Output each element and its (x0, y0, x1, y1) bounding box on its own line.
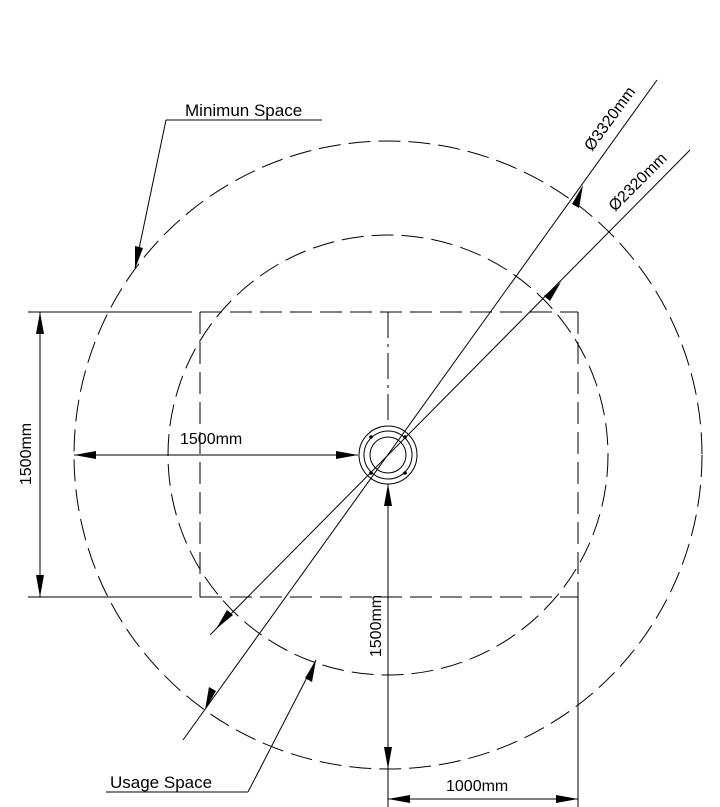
center-post-bolt (403, 471, 407, 475)
center-post-bolt (369, 471, 373, 475)
outer-diameter-leader (182, 79, 658, 741)
outer-diameter-label: Ø3320mm (581, 84, 639, 154)
center-post-bolt (403, 435, 407, 439)
usage-space-arrow (305, 660, 316, 682)
center-post-ring (363, 430, 413, 480)
center-post-inner (369, 436, 407, 474)
outer-diameter-arrow-bottom (205, 687, 216, 710)
inner-diameter-arrow-bottom (216, 610, 233, 629)
horizontal-radius-label: 1500mm (180, 431, 242, 448)
horizontal-radius-arrow-left (74, 451, 96, 459)
center-post-outer (358, 425, 418, 485)
offset-dim-label: 1000mm (446, 778, 508, 795)
minimum-space-label: Minimun Space (185, 101, 302, 120)
minimum-space-leader (134, 119, 167, 269)
usage-space-leader (247, 659, 317, 793)
vertical-radius-label: 1500mm (368, 595, 385, 657)
height-dim-label: 1500mm (18, 423, 35, 485)
offset-arrow-right (556, 795, 578, 803)
outer-diameter-arrow-top (572, 185, 583, 208)
horizontal-radius-arrow-right (336, 451, 358, 459)
vertical-radius-arrow-top (384, 484, 392, 506)
minimum-space-arrow (135, 246, 143, 269)
inner-diameter-arrow-top (544, 282, 561, 301)
offset-arrow-left (388, 795, 410, 803)
inner-diameter-label: Ø2320mm (606, 150, 671, 215)
height-arrow-bottom (36, 575, 44, 597)
vertical-radius-arrow-bottom (384, 747, 392, 769)
inner-diameter-leader (209, 149, 691, 636)
center-post-bolt (369, 435, 373, 439)
usage-space-label: Usage Space (110, 773, 212, 792)
height-arrow-top (36, 312, 44, 334)
